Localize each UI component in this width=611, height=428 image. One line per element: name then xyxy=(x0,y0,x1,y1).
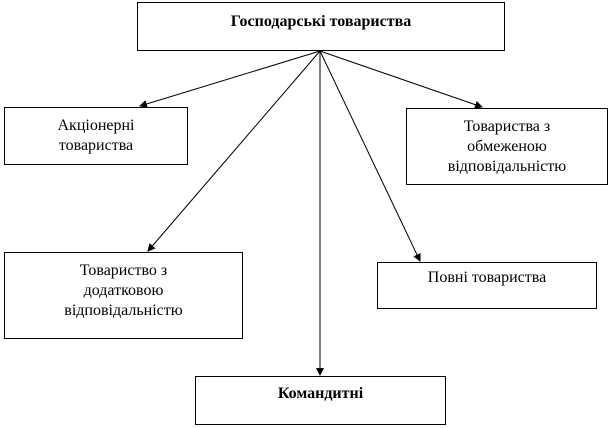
node-joint-stock: Акціонерні товариства xyxy=(4,107,188,165)
node-line: обмеженою xyxy=(467,138,547,155)
root-label: Господарські товариства xyxy=(230,13,412,30)
arrow-to-additional-liability xyxy=(147,50,321,252)
node-line: відповідальністю xyxy=(64,302,183,319)
arrow-to-general-partnership xyxy=(319,50,421,262)
node-line: Акціонерні xyxy=(57,117,135,134)
node-general-partnership: Повні товариства xyxy=(377,262,597,309)
node-additional-liability: Товариство з додатковою відповідальністю xyxy=(4,252,243,339)
node-limited-partnership: Командитні xyxy=(195,376,446,425)
root-node: Господарські товариства xyxy=(137,2,505,51)
node-llc: Товариства з обмеженою відповідальністю xyxy=(406,108,608,185)
node-line: Товариства з xyxy=(463,118,551,135)
arrow-to-llc xyxy=(319,50,483,109)
node-line: товариства xyxy=(58,137,134,154)
node-line: Товариство з xyxy=(79,262,168,279)
node-line: Повні товариства xyxy=(427,269,547,286)
node-line: відповідальністю xyxy=(447,158,567,175)
node-line: додатковою xyxy=(83,282,164,299)
node-line: Командитні xyxy=(277,385,364,402)
arrow-to-joint-stock xyxy=(139,50,321,108)
